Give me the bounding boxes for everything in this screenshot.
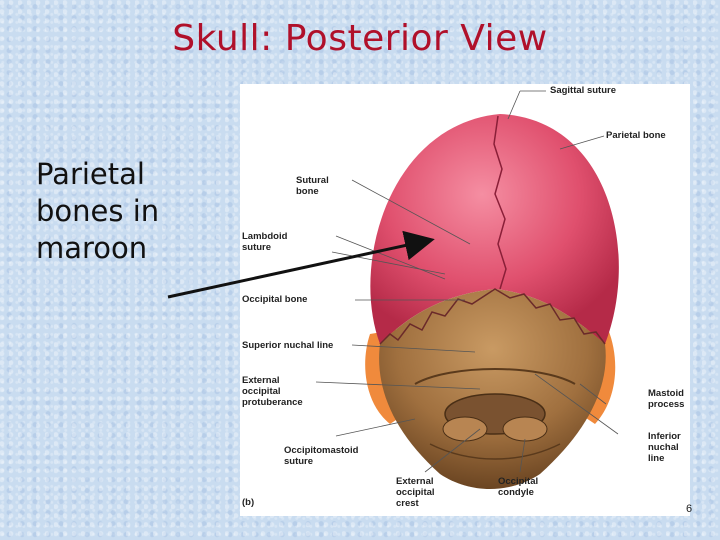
- figure-panel-label: (b): [242, 498, 254, 509]
- label-occipital-bone: Occipital bone: [242, 295, 307, 306]
- label-occ-condyle-1: Occipital: [498, 477, 538, 488]
- label-sagittal-suture: Sagittal suture: [550, 86, 616, 97]
- slide-title: Skull: Posterior View: [0, 18, 720, 59]
- label-occipitomastoid-2: suture: [284, 457, 313, 468]
- occipital-condyle-right: [503, 417, 547, 441]
- label-inf-nuchal-3: line: [648, 454, 664, 465]
- label-mastoid-2: process: [648, 400, 684, 411]
- label-lambdoid-1: Lambdoid: [242, 232, 287, 243]
- side-caption: Parietal bones in maroon: [36, 156, 206, 267]
- label-sutural-bone-2: bone: [296, 187, 319, 198]
- label-occipitomastoid-1: Occipitomastoid: [284, 446, 358, 457]
- label-lambdoid-2: suture: [242, 243, 271, 254]
- label-ext-occ-crest-1: External: [396, 477, 434, 488]
- label-ext-occ-prot-3: protuberance: [242, 398, 303, 409]
- label-parietal-bone: Parietal bone: [606, 131, 666, 142]
- occipital-condyle-left: [443, 417, 487, 441]
- label-inf-nuchal-2: nuchal: [648, 443, 679, 454]
- label-sutural-bone-1: Sutural: [296, 176, 329, 187]
- label-occ-condyle-2: condyle: [498, 488, 534, 499]
- label-superior-nuchal-line: Superior nuchal line: [242, 341, 333, 352]
- label-ext-occ-prot-1: External: [242, 376, 280, 387]
- label-inf-nuchal-1: Inferior: [648, 432, 681, 443]
- skull-figure: Sagittal suture Parietal bone Sutural bo…: [240, 84, 690, 516]
- label-ext-occ-crest-3: crest: [396, 499, 419, 510]
- label-ext-occ-crest-2: occipital: [396, 488, 435, 499]
- label-mastoid-1: Mastoid: [648, 389, 684, 400]
- slide-number: 6: [686, 503, 692, 515]
- label-ext-occ-prot-2: occipital: [242, 387, 281, 398]
